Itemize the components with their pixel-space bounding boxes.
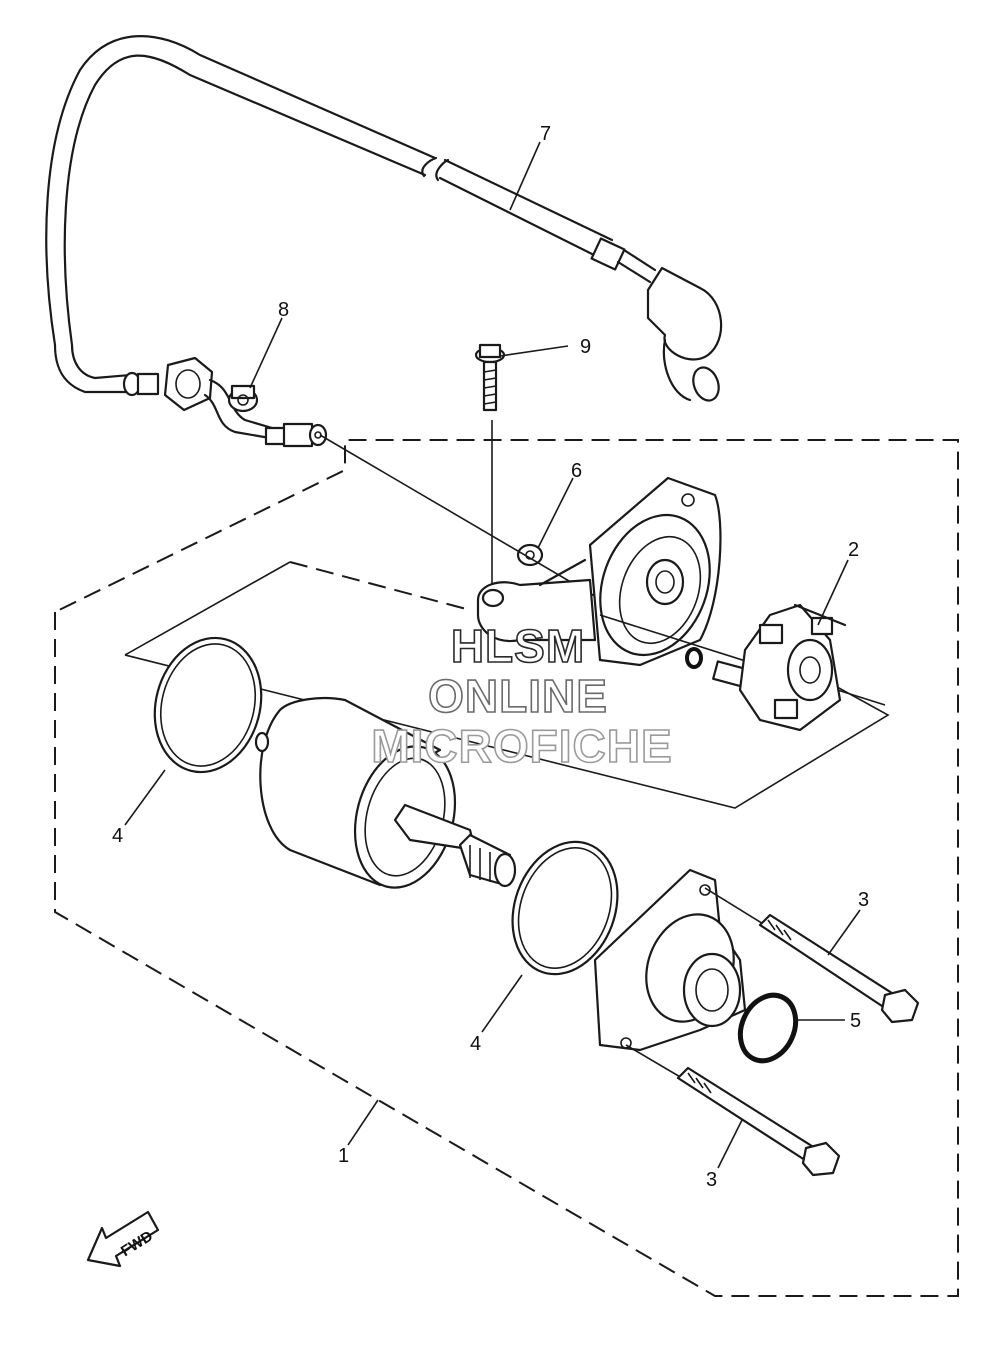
through-bolt-upper [704, 887, 920, 1024]
callout-9: 9 [580, 336, 591, 358]
small-oring [685, 647, 703, 669]
callout-8: 8 [278, 299, 289, 321]
callout-5: 5 [850, 1010, 861, 1032]
oring-part-4-upper [153, 636, 263, 774]
assembly-boundary [54, 439, 959, 1297]
motor-yoke [254, 696, 517, 889]
nut-part-6 [319, 434, 611, 606]
rear-cover [476, 476, 722, 667]
oring-part-4-lower [511, 840, 619, 976]
watermark: HLSM ONLINE MICROFICHE [371, 619, 673, 773]
starter-cable [45, 35, 723, 448]
front-cover [593, 868, 747, 1052]
through-bolt-lower [625, 1044, 841, 1177]
nut-part-8 [227, 384, 259, 413]
callout-6: 6 [571, 460, 582, 482]
callout-3-upper: 3 [858, 889, 869, 911]
callout-7: 7 [540, 123, 551, 145]
oring-part-5 [737, 992, 799, 1064]
leader-lines [124, 141, 861, 1169]
fwd-arrow-badge: FWD [86, 1210, 160, 1268]
watermark-line-3: MICROFICHE [371, 720, 672, 772]
brush-holder-part-2 [599, 603, 886, 732]
callout-2: 2 [848, 539, 859, 561]
watermark-line-1: HLSM [451, 620, 585, 672]
callout-4-upper: 4 [112, 825, 123, 847]
callout-3-lower: 3 [706, 1169, 717, 1191]
callout-labels: 7 8 9 6 2 4 4 3 5 3 1 [112, 123, 869, 1191]
bolt-part-9 [474, 343, 506, 590]
watermark-line-2: ONLINE [428, 670, 608, 722]
callout-1: 1 [338, 1145, 349, 1167]
callout-4-lower: 4 [470, 1033, 481, 1055]
